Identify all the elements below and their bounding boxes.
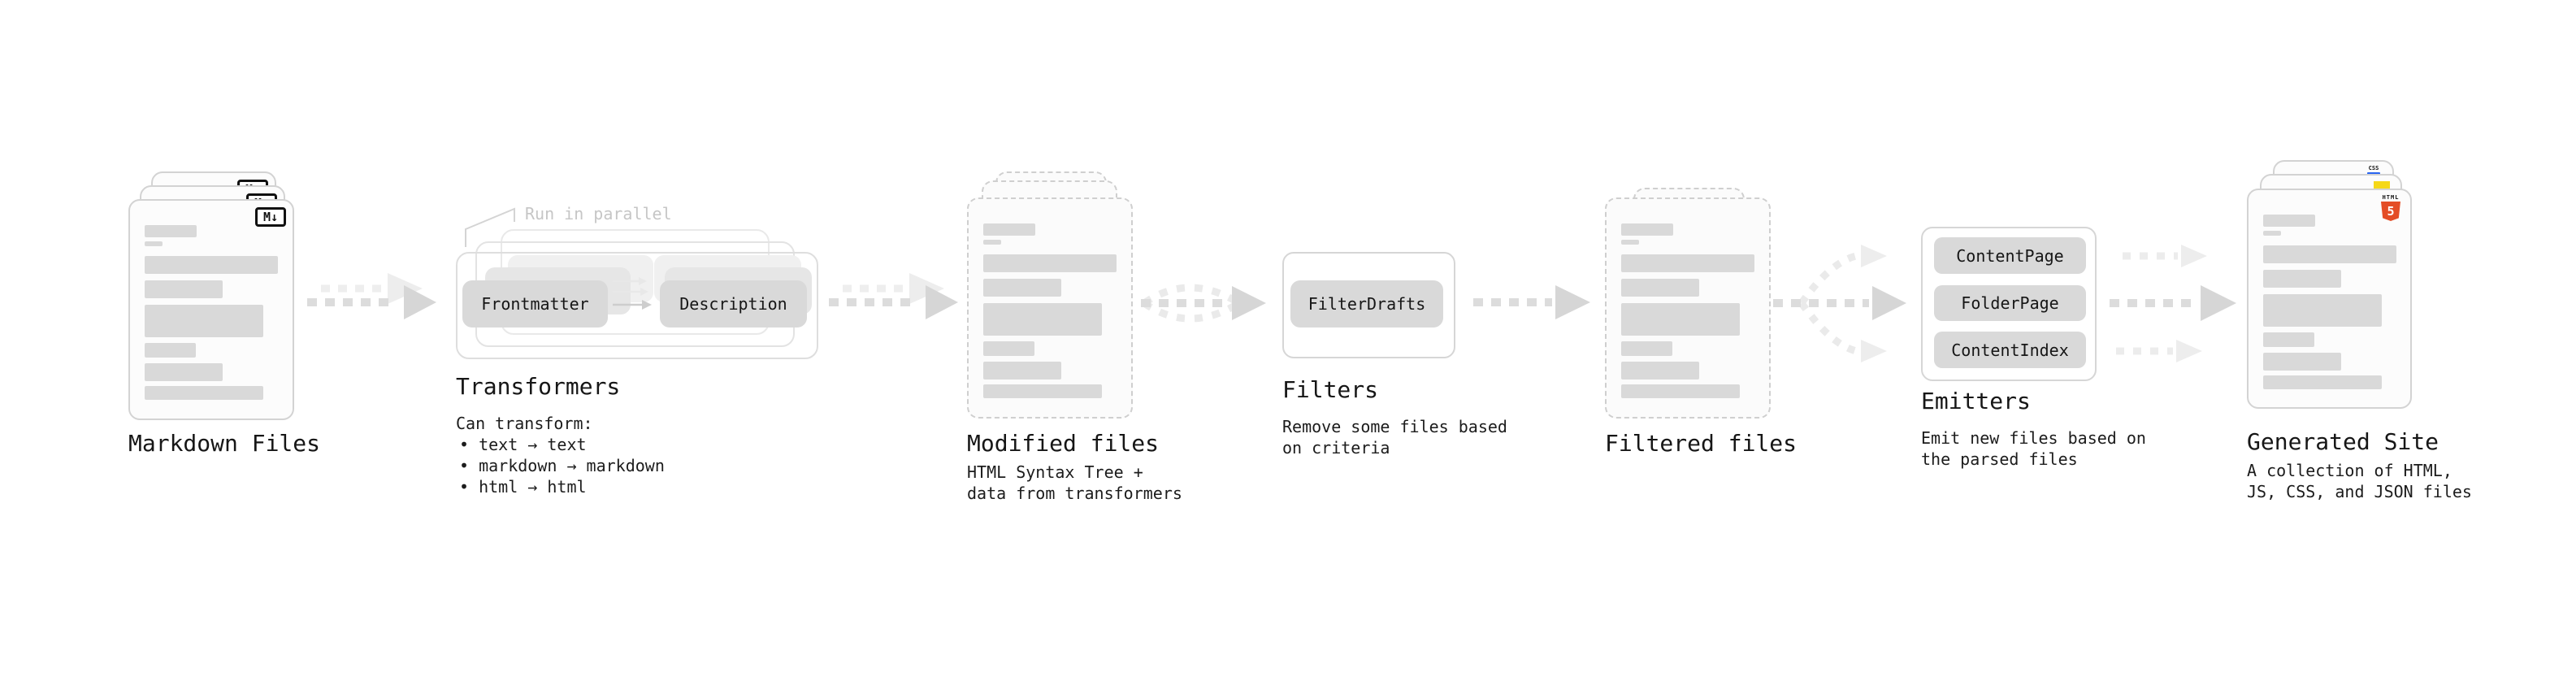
doc-line-bar bbox=[2263, 231, 2281, 236]
doc-line-bar bbox=[145, 241, 163, 246]
emitter-step-contentindex: ContentIndex bbox=[1934, 332, 2086, 368]
modified-files-caption: data from transformers bbox=[967, 484, 1182, 503]
transformers-caption-item: • text → text bbox=[459, 435, 587, 454]
arrows-emitters-to-generated bbox=[2110, 245, 2236, 362]
filterdrafts-step: FilterDrafts bbox=[1290, 280, 1443, 327]
transformers-box-front bbox=[456, 252, 818, 359]
modified-files-caption: HTML Syntax Tree + bbox=[967, 462, 1143, 482]
doc-line-bar bbox=[1621, 223, 1673, 236]
arrow-modified-to-filters-loop bbox=[1141, 284, 1266, 323]
doc-line-bar bbox=[2263, 332, 2314, 347]
description-step: Description bbox=[660, 280, 807, 327]
generated-doc-front-html: HTML 5 bbox=[2247, 189, 2412, 409]
annotation-leader-line bbox=[465, 207, 515, 247]
run-in-parallel-annotation: Run in parallel bbox=[525, 204, 672, 223]
generated-site-title: Generated Site bbox=[2247, 428, 2439, 455]
markdown-doc-front: M↓ bbox=[128, 199, 294, 420]
emitters-caption: the parsed files bbox=[1921, 449, 2078, 469]
doc-line-bar bbox=[2263, 353, 2341, 371]
arrow-transformers-to-modified bbox=[829, 273, 958, 319]
doc-line-bar bbox=[983, 223, 1035, 236]
doc-line-bar bbox=[983, 279, 1061, 297]
generated-site-caption: JS, CSS, and JSON files bbox=[2247, 482, 2472, 501]
markdown-badge-icon: M↓ bbox=[255, 207, 286, 227]
doc-line-bar bbox=[145, 256, 278, 274]
doc-line-bar bbox=[983, 362, 1061, 380]
frontmatter-step: Frontmatter bbox=[462, 280, 608, 327]
filters-title: Filters bbox=[1282, 376, 1379, 403]
doc-line-bar bbox=[983, 341, 1034, 356]
doc-line-bar bbox=[1621, 254, 1754, 272]
doc-line-bar bbox=[145, 343, 196, 358]
doc-line-bar bbox=[983, 303, 1102, 336]
doc-line-bar bbox=[145, 225, 197, 237]
markdown-files-title: Markdown Files bbox=[128, 430, 321, 457]
filters-caption: Remove some files based bbox=[1282, 417, 1507, 436]
doc-line-bar bbox=[983, 254, 1117, 272]
arrow-markdown-to-transformers bbox=[307, 273, 436, 319]
doc-line-bar bbox=[145, 280, 223, 298]
doc-line-bar bbox=[1621, 362, 1699, 380]
generated-site-caption: A collection of HTML, bbox=[2247, 461, 2452, 480]
doc-line-bar bbox=[145, 363, 223, 381]
filters-caption: on criteria bbox=[1282, 438, 1390, 458]
transformers-caption-heading: Can transform: bbox=[456, 414, 593, 433]
emitter-step-folderpage: FolderPage bbox=[1934, 285, 2086, 321]
transformers-caption-item: • html → html bbox=[459, 477, 587, 497]
html5-badge-icon: HTML 5 bbox=[2380, 194, 2401, 221]
emitters-title: Emitters bbox=[1921, 388, 2031, 414]
doc-line-bar bbox=[1621, 279, 1699, 297]
doc-line-bar bbox=[1621, 341, 1672, 356]
emitter-step-contentpage: ContentPage bbox=[1934, 237, 2086, 274]
doc-line-bar bbox=[2263, 294, 2382, 327]
transform-arrows-icon bbox=[613, 277, 652, 310]
emitters-caption: Emit new files based on bbox=[1921, 428, 2146, 448]
doc-line-bar bbox=[145, 386, 263, 400]
doc-line-bar bbox=[983, 240, 1001, 245]
doc-line-bar bbox=[1621, 240, 1639, 245]
arrow-filtered-to-emitters-split bbox=[1773, 245, 1906, 362]
transformers-caption-item: • markdown → markdown bbox=[459, 456, 665, 475]
filtered-files-title: Filtered files bbox=[1605, 430, 1798, 457]
css-badge-icon: CSS bbox=[2367, 166, 2380, 175]
doc-line-bar bbox=[2263, 215, 2315, 227]
doc-line-bar bbox=[1621, 303, 1740, 336]
transformers-title: Transformers bbox=[456, 373, 621, 400]
doc-line-bar bbox=[2263, 270, 2341, 288]
doc-line-bar bbox=[145, 305, 263, 337]
arrow-filters-to-filtered bbox=[1473, 285, 1590, 319]
filtered-doc-front bbox=[1605, 197, 1771, 419]
modified-files-title: Modified files bbox=[967, 430, 1160, 457]
modified-doc-front bbox=[967, 197, 1133, 419]
doc-line-bar bbox=[2263, 245, 2396, 263]
doc-line-bar bbox=[2263, 375, 2382, 389]
doc-line-bar bbox=[1621, 384, 1740, 398]
doc-line-bar bbox=[983, 384, 1102, 398]
